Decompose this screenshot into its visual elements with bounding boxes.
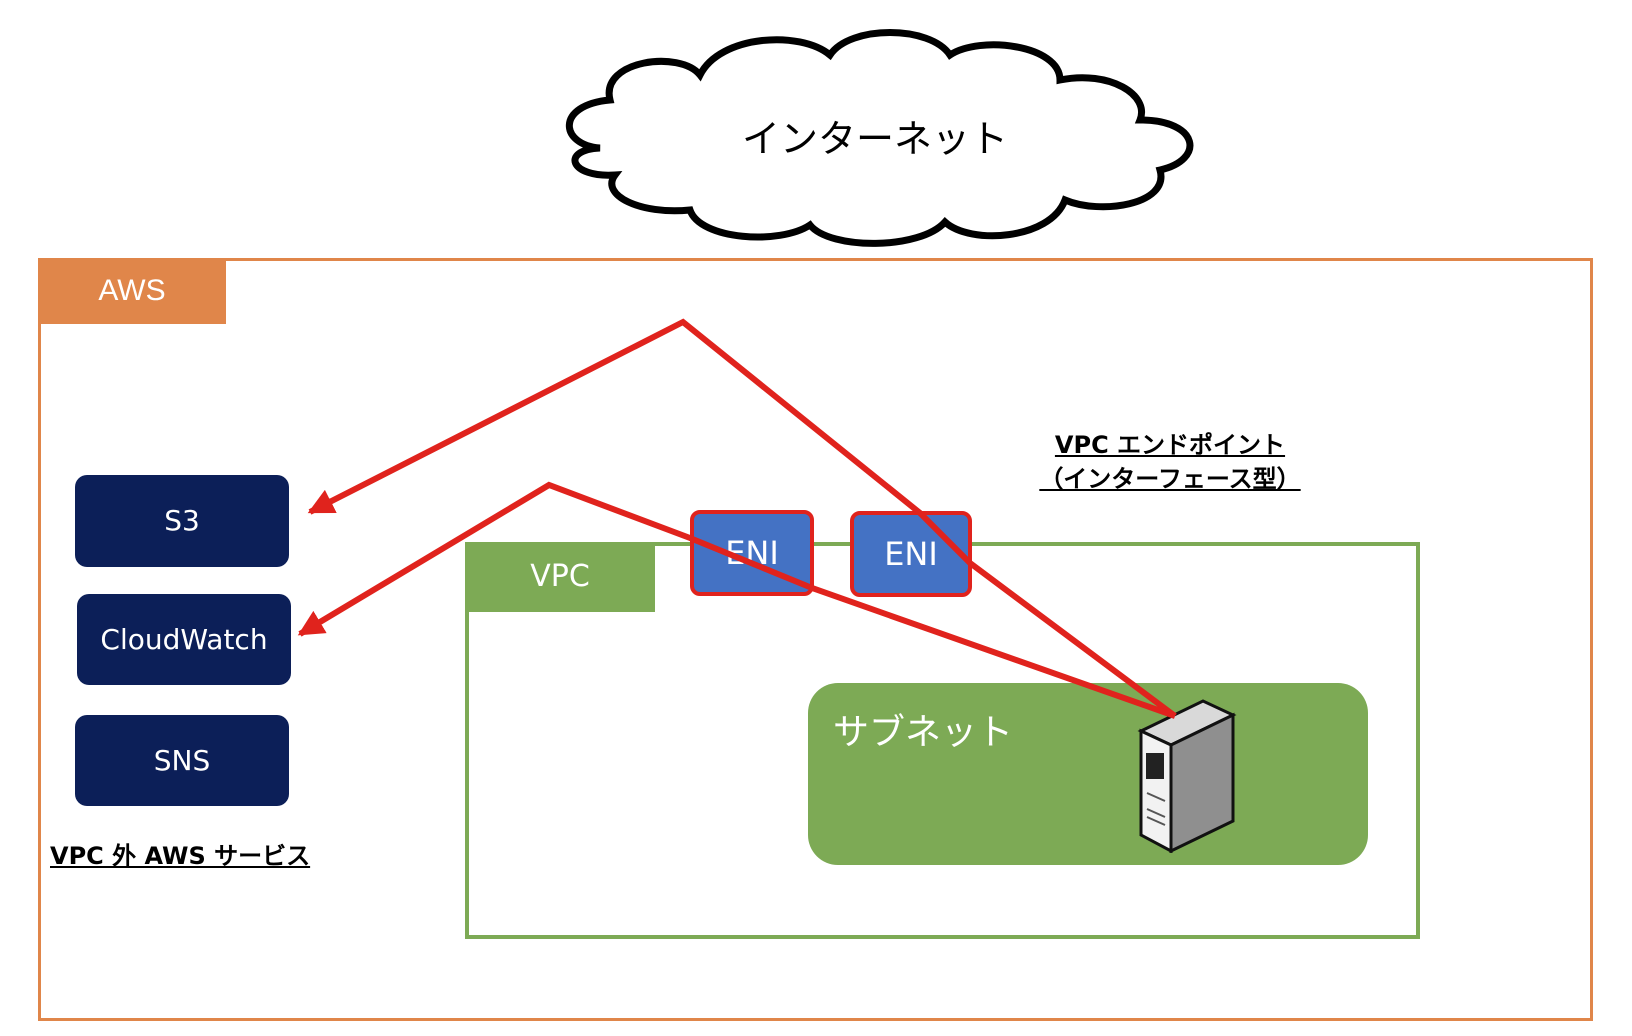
aws-frame — [38, 258, 1593, 1021]
service-cloudwatch[interactable]: CloudWatch — [77, 594, 291, 685]
service-s3[interactable]: S3 — [75, 475, 289, 567]
subnet-label: サブネット — [833, 712, 1014, 753]
aws-tab: AWS — [38, 258, 226, 324]
endpoint-label-line1: VPC エンドポイント — [1054, 431, 1286, 459]
vpc-tab: VPC — [465, 542, 655, 612]
endpoint-label-line2: （インターフェース型） — [1039, 465, 1301, 493]
server-icon[interactable] — [1133, 693, 1237, 857]
internet-cloud — [565, 29, 1194, 247]
service-sns[interactable]: SNS — [75, 715, 289, 806]
endpoint-label: VPC エンドポイント （インターフェース型） — [1000, 428, 1340, 496]
eni-1[interactable]: ENI — [690, 510, 814, 596]
eni-2[interactable]: ENI — [850, 511, 972, 597]
internet-label: インターネット — [741, 117, 1008, 161]
services-caption: VPC 外 AWS サービス — [50, 842, 311, 870]
